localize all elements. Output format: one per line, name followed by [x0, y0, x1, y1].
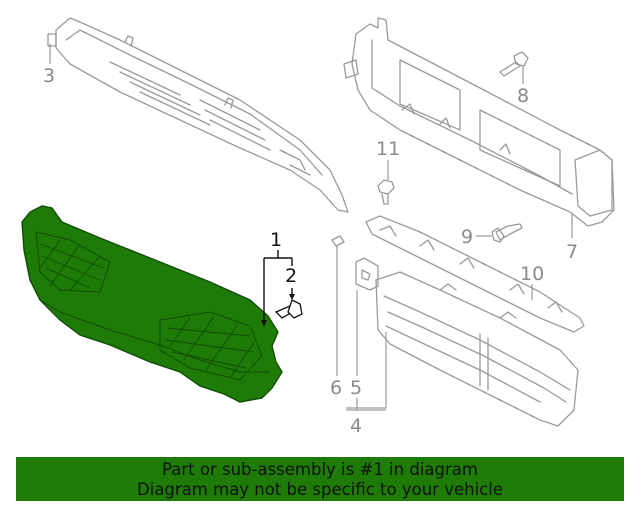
part-5-bracket[interactable] [355, 257, 379, 291]
callout-11: 11 [376, 138, 400, 160]
callout-1: 1 [270, 229, 282, 251]
callout-7: 7 [566, 241, 578, 263]
callout-10: 10 [520, 263, 544, 285]
part-6-pin[interactable] [331, 235, 345, 247]
part-10-deflector[interactable] [365, 215, 585, 333]
banner-line-2: Diagram may not be specific to your vehi… [137, 480, 503, 499]
part-11-clip[interactable] [377, 179, 395, 205]
callout-6: 6 [330, 377, 342, 399]
part-4-shutter[interactable] [375, 271, 579, 427]
callout-2: 2 [285, 265, 297, 287]
callout-3: 3 [43, 65, 55, 87]
part-8-bolt[interactable] [499, 51, 529, 77]
info-banner: Part or sub-assembly is #1 in diagram Di… [16, 457, 624, 501]
banner-line-1: Part or sub-assembly is #1 in diagram [162, 460, 478, 479]
callout-4: 4 [350, 415, 362, 437]
callout-5: 5 [350, 377, 362, 399]
callout-8: 8 [517, 85, 529, 107]
part-3-upper-grille[interactable] [55, 17, 349, 213]
part-7-bracket[interactable] [343, 17, 615, 227]
part-1-lower-grille[interactable] [21, 205, 283, 403]
part-9-bolt[interactable] [491, 223, 523, 243]
part-2-screw[interactable] [274, 299, 303, 319]
callout-9: 9 [461, 226, 473, 248]
